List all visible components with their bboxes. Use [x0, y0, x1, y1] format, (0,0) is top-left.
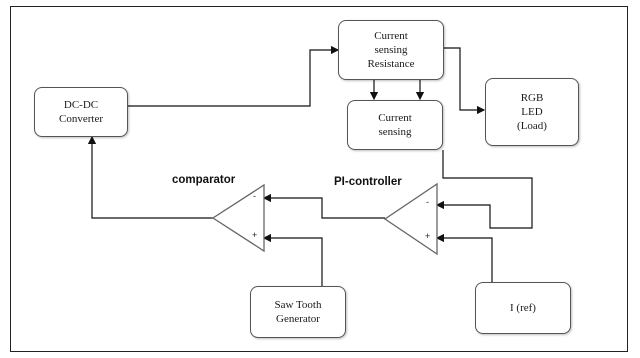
saw-tooth-generator-label: Saw Tooth Generator: [274, 299, 322, 325]
pi-controller-triangle: [383, 182, 438, 256]
rgb-led-load-label: RGB LED (Load): [517, 92, 547, 132]
iref-label: I (ref): [510, 302, 536, 314]
current-sensing-block: Current sensing: [347, 100, 443, 150]
comparator-triangle: [211, 183, 265, 253]
rgb-led-load-block: RGB LED (Load): [485, 78, 579, 146]
wire-saw-to-comparator: [262, 233, 323, 286]
wire-iref-to-pi: [435, 233, 493, 282]
dc-dc-converter-block: DC-DC Converter: [34, 87, 128, 137]
wire-pi-to-comparator: [262, 193, 385, 219]
pi-plus-sign: +: [425, 231, 431, 241]
comparator-title: comparator: [172, 174, 236, 186]
wire-resistance-to-led: [444, 47, 486, 115]
saw-tooth-generator-block: Saw Tooth Generator: [250, 286, 346, 338]
comparator-minus-sign: -: [253, 191, 256, 201]
diagram-frame: [10, 6, 628, 352]
pi-controller-title: PI-controller: [334, 176, 402, 188]
dc-dc-converter-label: DC-DC Converter: [59, 99, 103, 125]
current-sensing-resistance-label: Current sensing Resistance: [367, 30, 415, 70]
current-sensing-label: Current sensing: [378, 112, 412, 138]
wire-dcdc-to-resistance: [128, 45, 340, 107]
wire-comparator-to-dcdc: [87, 135, 213, 219]
iref-block: I (ref): [475, 282, 571, 334]
wire-sensing-to-pi: [435, 150, 533, 229]
comparator-plus-sign: +: [252, 230, 258, 240]
current-sensing-resistance-block: Current sensing Resistance: [338, 20, 444, 80]
pi-minus-sign: -: [426, 197, 429, 207]
